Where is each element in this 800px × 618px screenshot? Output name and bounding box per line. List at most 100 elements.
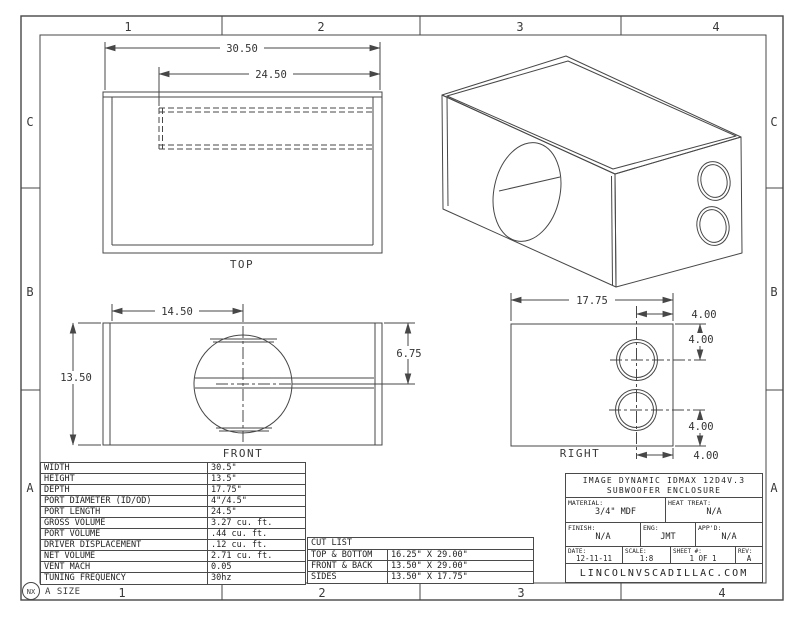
rev-cell: REV: A	[736, 547, 762, 563]
cut-list-title: CUT LIST	[308, 538, 533, 550]
dim-box-depth: 17.75	[576, 295, 608, 307]
cut-row-name: SIDES	[308, 572, 388, 583]
spec-row-name: TUNING FREQUENCY	[41, 573, 208, 584]
spec-row-value: 4"/4.5"	[208, 496, 305, 507]
front-view-label: FRONT	[223, 447, 264, 460]
zone-bottom-1: 1	[118, 586, 125, 600]
spec-row-name: DRIVER DISPLACEMENT	[41, 540, 208, 551]
spec-row-value: 13.5"	[208, 474, 305, 485]
cut-row-value: 13.50" X 17.75"	[391, 572, 468, 582]
appd-label: APP'D:	[698, 524, 722, 532]
eng-value: JMT	[660, 532, 676, 542]
spec-row-name: PORT VOLUME	[41, 529, 208, 540]
zone-right-b: B	[770, 285, 777, 299]
spec-row-name: GROSS VOLUME	[41, 518, 208, 529]
rev-value: A	[746, 554, 752, 563]
rev-label: REV:	[738, 548, 753, 555]
zone-right-a: A	[770, 481, 778, 495]
zone-top-4: 4	[712, 20, 719, 34]
appd-cell: APP'D: N/A	[696, 523, 762, 546]
zone-left-c: C	[26, 115, 33, 129]
date-value: 12-11-11	[575, 554, 613, 563]
iso-speaker-hole	[492, 142, 562, 242]
date-label: DATE:	[568, 548, 587, 555]
dim-port-from-edge-top: 4.00	[691, 309, 716, 321]
dim-speaker-center: 14.50	[161, 306, 193, 318]
spec-row-value: .44 cu. ft.	[208, 529, 305, 540]
spec-row-value: 0.05	[208, 562, 305, 573]
finish-label: FINISH:	[568, 524, 596, 532]
spec-row-name: DEPTH	[41, 485, 208, 496]
right-view: 17.75 4.00 4.00 4.00 4.00 RIGHT	[510, 293, 719, 462]
nx-logo-icon	[22, 582, 40, 600]
eng-label: ENG:	[643, 524, 659, 532]
material-label: MATERIAL:	[568, 499, 604, 507]
material-value: 3/4" MDF	[595, 507, 636, 517]
zone-bottom-4: 4	[718, 586, 725, 600]
spec-row-value: 17.75"	[208, 485, 305, 496]
spec-row-name: NET VOLUME	[41, 551, 208, 562]
front-view: 14.50 13.50 6.75 FRONT	[54, 304, 425, 460]
heat-treat-cell: HEAT TREAT: N/A	[666, 498, 762, 522]
spec-row-name: VENT MACH	[41, 562, 208, 573]
cut-row-name: FRONT & BACK	[308, 561, 388, 572]
zone-top-2: 2	[317, 20, 324, 34]
title-block-title: IMAGE DYNAMIC IDMAX 12D4V.3 SUBWOOFER EN…	[566, 474, 762, 498]
centerlines	[216, 326, 300, 442]
port-hidden-lines	[158, 107, 373, 150]
dim-port-length: 24.50	[255, 69, 287, 81]
dim-port-from-bottom: 4.00	[688, 421, 713, 433]
nx-logo-text: NX	[27, 588, 36, 596]
spec-row-value: 30.5"	[208, 463, 305, 474]
date-cell: DATE: 12-11-11	[566, 547, 623, 563]
zone-bottom-2: 2	[318, 586, 325, 600]
heat-treat-value: N/A	[706, 507, 722, 517]
eng-cell: ENG: JMT	[641, 523, 696, 546]
finish-value: N/A	[595, 532, 611, 542]
dim-box-height: 13.50	[60, 372, 92, 384]
appd-value: N/A	[721, 532, 737, 542]
zone-top-1: 1	[124, 20, 131, 34]
sheet-cell: SHEET #: 1 OF 1	[671, 547, 736, 563]
sheet-label: SHEET #:	[673, 548, 702, 555]
isometric-view	[441, 55, 743, 288]
zone-top-3: 3	[516, 20, 523, 34]
cut-row-value: 16.25" X 29.00"	[388, 550, 533, 561]
spec-row-value: 2.71 cu. ft.	[208, 551, 305, 562]
website-banner: LINCOLNVSCADILLAC.COM	[566, 564, 762, 582]
top-view-label: TOP	[230, 258, 254, 271]
material-cell: MATERIAL: 3/4" MDF	[566, 498, 666, 522]
spec-row-name: PORT LENGTH	[41, 507, 208, 518]
scale-label: SCALE:	[625, 548, 647, 555]
zone-right-c: C	[770, 115, 777, 129]
dim-port-from-top: 4.00	[688, 334, 713, 346]
spec-row-name: WIDTH	[41, 463, 208, 474]
cut-row-name: TOP & BOTTOM	[308, 550, 388, 561]
port-centerlines	[609, 306, 706, 459]
drawing-title-line2: SUBWOOFER ENCLOSURE	[606, 485, 722, 495]
iso-port-top	[697, 161, 731, 201]
right-view-label: RIGHT	[560, 447, 601, 460]
cut-row-value: 13.50" X 29.00"	[388, 561, 533, 572]
zone-left-a: A	[26, 481, 34, 495]
scale-value: 1:8	[639, 554, 654, 563]
sheet-size-label: A SIZE	[45, 587, 81, 597]
dim-speaker-offset: 6.75	[396, 348, 421, 360]
dim-top-width: 30.50	[226, 43, 258, 55]
spec-row-name: HEIGHT	[41, 474, 208, 485]
zone-bottom-3: 3	[517, 586, 524, 600]
spec-row-value: 3.27 cu. ft.	[208, 518, 305, 529]
heat-treat-label: HEAT TREAT:	[668, 499, 712, 507]
spec-row-name: PORT DIAMETER (ID/OD)	[41, 496, 208, 507]
iso-port-bottom	[696, 206, 730, 246]
finish-cell: FINISH: N/A	[566, 523, 641, 546]
spec-row-value: 30hz	[211, 573, 232, 583]
drawing-title-line1: IMAGE DYNAMIC IDMAX 12D4V.3	[582, 475, 746, 485]
sheet-value: 1 OF 1	[689, 554, 717, 563]
website-text: LINCOLNVSCADILLAC.COM	[579, 567, 749, 579]
scale-cell: SCALE: 1:8	[623, 547, 671, 563]
